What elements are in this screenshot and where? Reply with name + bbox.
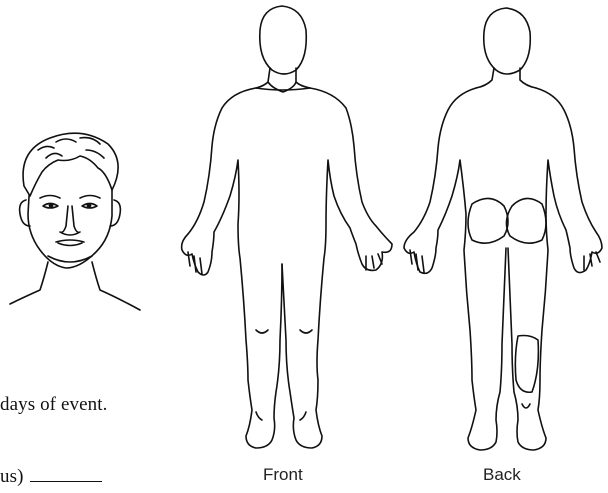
field-label: us) bbox=[0, 466, 24, 487]
body-front-diagram-icon bbox=[182, 6, 392, 448]
instruction-text: days of event. bbox=[0, 394, 107, 416]
front-label: Front bbox=[263, 465, 303, 485]
form-field-row: us) bbox=[0, 466, 102, 488]
face-diagram-icon bbox=[10, 133, 140, 310]
answer-blank[interactable] bbox=[30, 480, 102, 482]
back-label: Back bbox=[483, 465, 521, 485]
body-back-diagram-icon bbox=[404, 8, 602, 450]
